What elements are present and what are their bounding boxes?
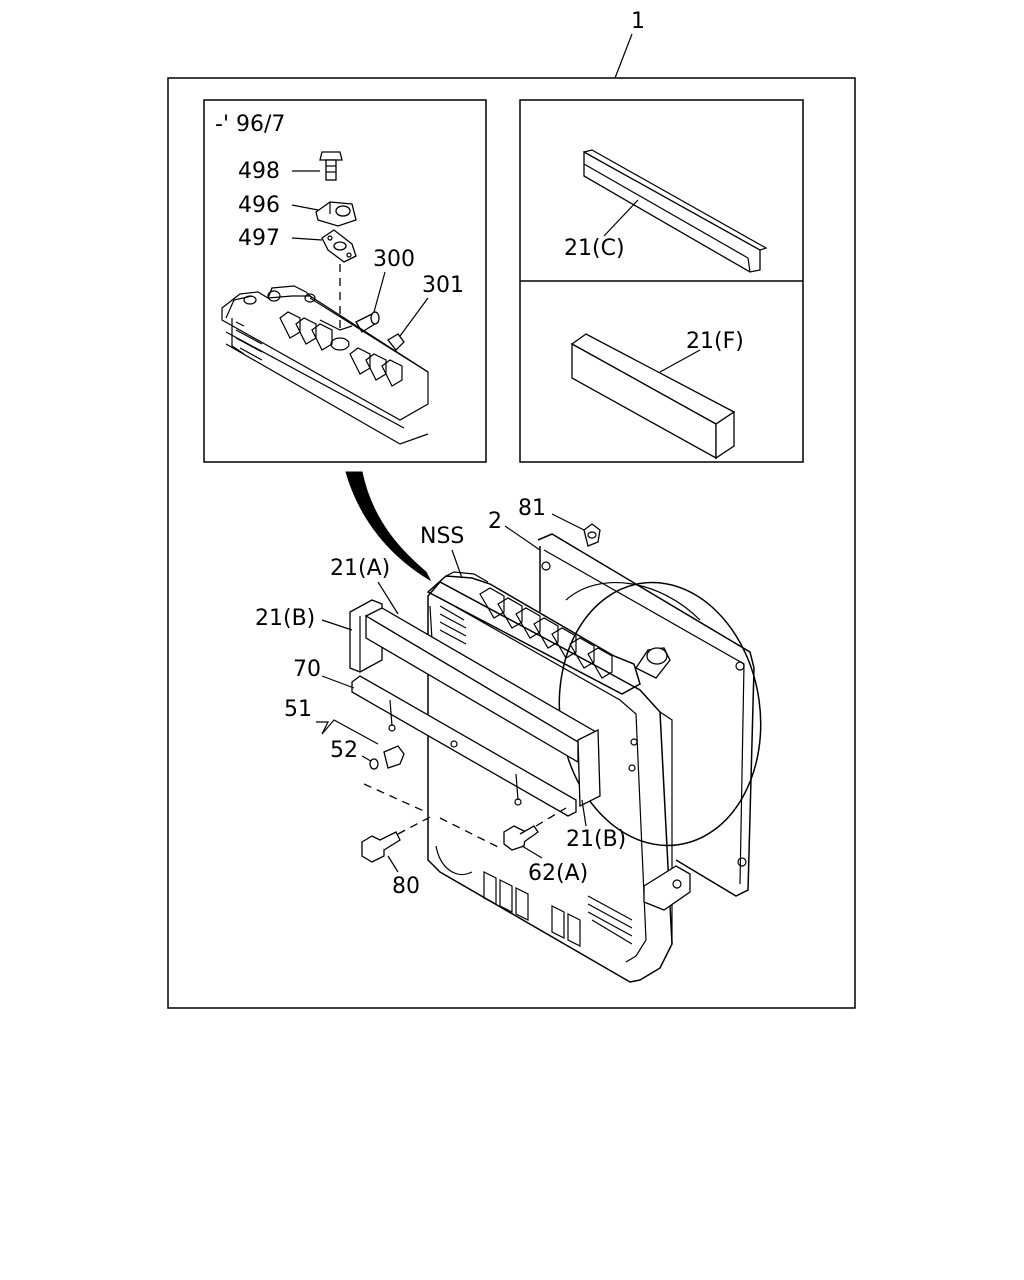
leader-301	[399, 297, 429, 337]
inset-date-label: -' 96/7	[215, 112, 285, 137]
bolt-62a-icon	[503, 825, 539, 851]
radiator-tank-detail	[221, 285, 429, 445]
detail-arrow	[345, 471, 432, 582]
clamp-496-icon	[315, 201, 357, 227]
leader-51	[316, 719, 379, 745]
seal-21b-right-icon	[577, 728, 601, 808]
callout-21b-right: 21(B)	[566, 827, 626, 852]
callout-496: 496	[238, 193, 280, 218]
callout-2: 2	[488, 509, 502, 534]
callout-21f: 21(F)	[686, 329, 744, 354]
leader-300	[373, 271, 386, 313]
inset-seal-c: 21(C) 21(F)	[519, 99, 804, 463]
callout-52: 52	[330, 738, 358, 763]
leader-21b-left	[321, 619, 353, 631]
radiator-bottom-fins	[483, 871, 633, 947]
axis-bottom	[439, 817, 501, 849]
callout-70: 70	[293, 657, 321, 682]
bracket-70-icon	[351, 675, 577, 817]
assembly-frame	[167, 77, 856, 1009]
leader-21b-right	[581, 799, 587, 827]
leader-496	[291, 204, 319, 211]
bolt-498-icon	[319, 151, 343, 181]
plug-300-icon	[355, 311, 380, 333]
axis-80	[397, 815, 433, 835]
radiator-assembly	[426, 533, 762, 983]
mount-bracket	[643, 865, 691, 911]
radiator-top-tank	[426, 575, 641, 695]
leader-21a	[377, 581, 399, 615]
leader-81	[551, 513, 585, 531]
axis-52	[363, 783, 427, 813]
callout-497: 497	[238, 226, 280, 251]
callout-62a: 62(A)	[528, 861, 588, 886]
callout-80: 80	[392, 874, 420, 899]
inset-early-model: -' 96/7 498 496 497 300	[203, 99, 487, 463]
callout-21c: 21(C)	[564, 236, 625, 261]
callout-81: 81	[518, 496, 546, 521]
filler-neck-icon	[635, 647, 671, 679]
seal-21c-icon	[583, 149, 768, 273]
axis-62a	[535, 807, 567, 827]
callout-nss: NSS	[420, 524, 464, 549]
bolt-80-icon	[361, 831, 401, 863]
gasket-497-icon	[321, 229, 357, 263]
radiator-side-frame	[427, 581, 673, 983]
leader-21f	[659, 349, 701, 373]
cap-301-icon	[387, 333, 405, 351]
assembly-leader	[614, 33, 633, 79]
leader-497	[291, 237, 323, 241]
leader-62a	[521, 845, 543, 859]
callout-51: 51	[284, 697, 312, 722]
seal-21a-face	[365, 614, 579, 764]
inset-early-model-frame	[203, 99, 487, 463]
callout-21a: 21(A)	[330, 556, 390, 581]
callout-300: 300	[373, 247, 415, 272]
clip-81-icon	[583, 523, 601, 547]
screw-52-icon	[369, 745, 405, 770]
callout-498: 498	[238, 159, 280, 184]
leader-70	[321, 675, 355, 689]
leader-21c	[603, 199, 639, 237]
leader-nss	[451, 549, 463, 579]
radiator-fins	[479, 587, 613, 679]
leader-2	[504, 525, 541, 551]
fan-shroud-2	[537, 533, 762, 897]
callout-301: 301	[422, 273, 464, 298]
callout-assembly-1: 1	[631, 9, 645, 34]
callout-21b-left: 21(B)	[255, 606, 315, 631]
seal-21f-icon	[570, 333, 736, 460]
leader-80	[387, 855, 399, 873]
front-seals	[349, 599, 601, 817]
